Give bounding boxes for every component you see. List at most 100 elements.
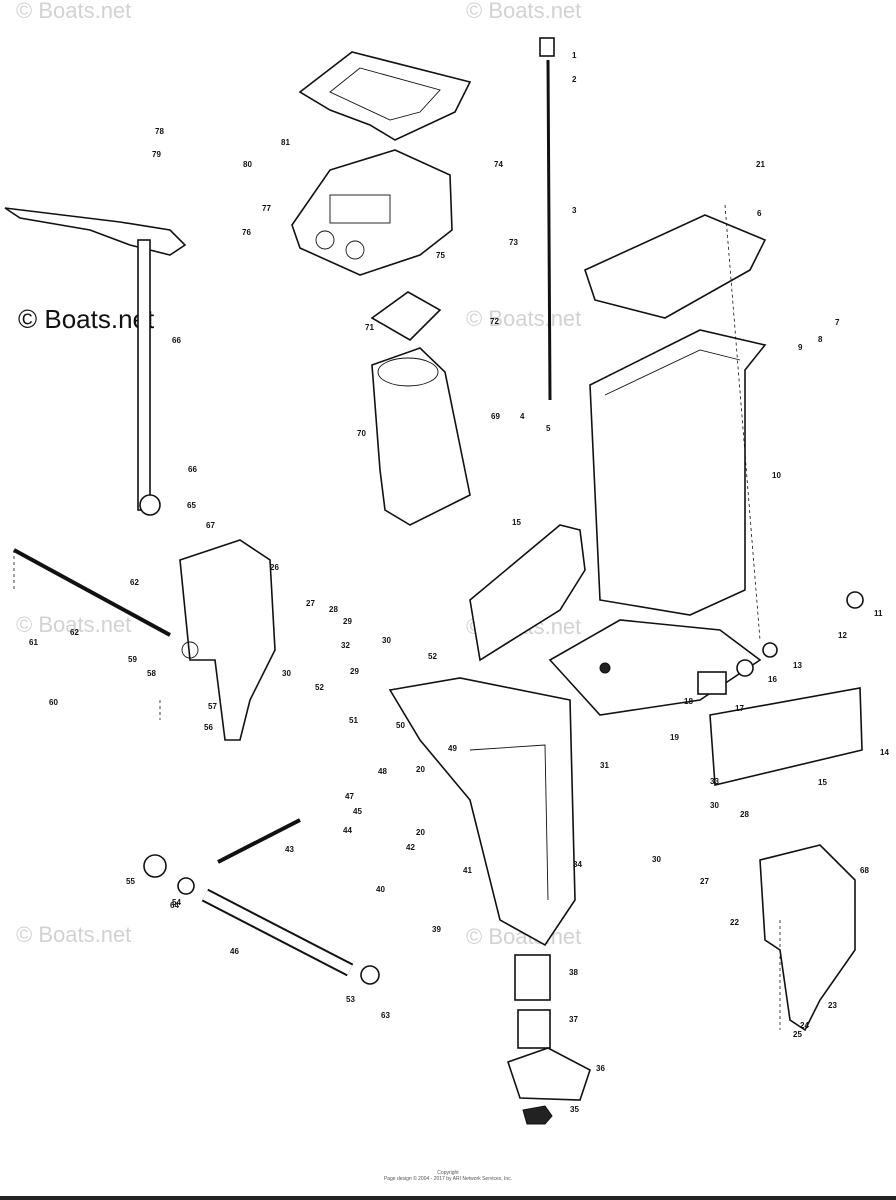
part-number-label: 44 bbox=[343, 826, 352, 835]
part-number-label: 40 bbox=[376, 885, 385, 894]
stern-bracket-22 bbox=[759, 844, 856, 1032]
part-number-label: 52 bbox=[315, 683, 324, 692]
part-number-label: 30 bbox=[382, 636, 391, 645]
part-number-label: 8 bbox=[818, 335, 823, 344]
part-number-label: 29 bbox=[350, 667, 359, 676]
part-number-label: 69 bbox=[491, 412, 500, 421]
part-number-label: 12 bbox=[838, 631, 847, 640]
part-number-label: 55 bbox=[126, 877, 135, 886]
part-number-label: 79 bbox=[152, 150, 161, 159]
part-number-label: 19 bbox=[670, 733, 679, 742]
part-number-label: 23 bbox=[828, 1001, 837, 1010]
part-number-label: 14 bbox=[880, 748, 889, 757]
part-number-label: 2 bbox=[572, 75, 577, 84]
part-number-label: 22 bbox=[730, 918, 739, 927]
part-number-label: 1 bbox=[572, 51, 577, 60]
part-number-label: 54 bbox=[172, 898, 181, 907]
part-number-label: 38 bbox=[569, 968, 578, 977]
washer-13 bbox=[762, 642, 778, 658]
part-number-label: 28 bbox=[740, 810, 749, 819]
part-number-label: 62 bbox=[130, 578, 139, 587]
watermark-dark: © Boats.net bbox=[18, 304, 155, 334]
part-number-label: 18 bbox=[684, 697, 693, 706]
part-number-label: 77 bbox=[262, 204, 271, 213]
part-number-label: 15 bbox=[818, 778, 827, 787]
nut-52b bbox=[360, 965, 380, 985]
part-number-label: 66 bbox=[172, 336, 181, 345]
part-number-label: 52 bbox=[428, 652, 437, 661]
part-number-label: 34 bbox=[573, 860, 582, 869]
part-number-label: 73 bbox=[509, 238, 518, 247]
anti-ventilation-plate bbox=[548, 619, 762, 716]
steering-handle-65 bbox=[4, 207, 187, 256]
gasket-6 bbox=[584, 214, 767, 319]
part-number-label: 26 bbox=[270, 563, 279, 572]
part-number-label: 11 bbox=[874, 609, 883, 618]
gasket-81 bbox=[298, 51, 472, 141]
nut-33 bbox=[522, 1105, 553, 1125]
part-number-label: 20 bbox=[416, 765, 425, 774]
part-number-label: 71 bbox=[365, 323, 374, 332]
part-number-label: 61 bbox=[29, 638, 38, 647]
nut-53 bbox=[143, 854, 167, 878]
part-number-label: 15 bbox=[512, 518, 521, 527]
part-number-label: 29 bbox=[343, 617, 352, 626]
adaptor-plate-73 bbox=[291, 149, 453, 276]
part-number-label: 36 bbox=[596, 1064, 605, 1073]
part-number-label: 4 bbox=[520, 412, 525, 421]
part-number-label: 35 bbox=[570, 1105, 579, 1114]
part-number-label: 25 bbox=[793, 1030, 802, 1039]
cover-15-upper bbox=[469, 524, 586, 662]
part-number-label: 51 bbox=[349, 716, 358, 725]
watermark: © Boats.net bbox=[466, 306, 582, 331]
part-number-label: 21 bbox=[756, 160, 765, 169]
part-number-label: 60 bbox=[49, 698, 58, 707]
part-number-label: 30 bbox=[710, 801, 719, 810]
part-number-label: 70 bbox=[357, 429, 366, 438]
part-number-label: 49 bbox=[448, 744, 457, 753]
part-number-label: 81 bbox=[281, 138, 290, 147]
part-number-label: 74 bbox=[494, 160, 503, 169]
washer-63 bbox=[139, 494, 161, 516]
part-number-label: 43 bbox=[285, 845, 294, 854]
part-number-label: 64 bbox=[170, 901, 179, 910]
shift-rod-3 bbox=[546, 59, 552, 401]
part-number-label: 41 bbox=[463, 866, 472, 875]
part-number-label: 6 bbox=[757, 209, 762, 218]
part-number-label: 45 bbox=[353, 807, 362, 816]
part-number-label: 68 bbox=[860, 866, 869, 875]
bottom-border bbox=[0, 1196, 896, 1200]
part-number-label: 63 bbox=[381, 1011, 390, 1020]
part-number-label: 31 bbox=[600, 761, 609, 770]
swivel-bracket-50 bbox=[388, 677, 576, 947]
part-number-label: 47 bbox=[345, 792, 354, 801]
part-number-label: 10 bbox=[772, 471, 781, 480]
part-number-label: 9 bbox=[798, 343, 803, 352]
part-number-label: 27 bbox=[306, 599, 315, 608]
part-number-label: 57 bbox=[208, 702, 217, 711]
part-number-label: 80 bbox=[243, 160, 252, 169]
exhaust-housing-10 bbox=[589, 329, 767, 616]
part-number-label: 3 bbox=[572, 206, 577, 215]
part-number-label: 20 bbox=[416, 828, 425, 837]
part-number-label: 30 bbox=[652, 855, 661, 864]
part-number-label: 62 bbox=[70, 628, 79, 637]
part-number-label: 46 bbox=[230, 947, 239, 956]
part-number-label: 28 bbox=[329, 605, 338, 614]
nut-11 bbox=[846, 591, 864, 609]
part-number-label: 27 bbox=[700, 877, 709, 886]
bushing-17 bbox=[697, 671, 727, 695]
gasket-69 bbox=[370, 291, 442, 342]
part-number-label: 7 bbox=[835, 318, 840, 327]
part-number-label: 65 bbox=[187, 501, 196, 510]
stern-bracket-26 bbox=[179, 539, 276, 741]
part-number-label: 67 bbox=[206, 521, 215, 530]
part-number-label: 16 bbox=[768, 675, 777, 684]
washer-16 bbox=[736, 659, 754, 677]
part-number-label: 32 bbox=[341, 641, 350, 650]
footer-copyright: Copyright bbox=[437, 1170, 459, 1176]
part-number-label: 37 bbox=[569, 1015, 578, 1024]
cover-15-lower bbox=[709, 687, 863, 786]
part-number-label: 13 bbox=[793, 661, 802, 670]
exploded-parts-diagram: 1234567891011121314151516171819202021222… bbox=[4, 37, 889, 1125]
